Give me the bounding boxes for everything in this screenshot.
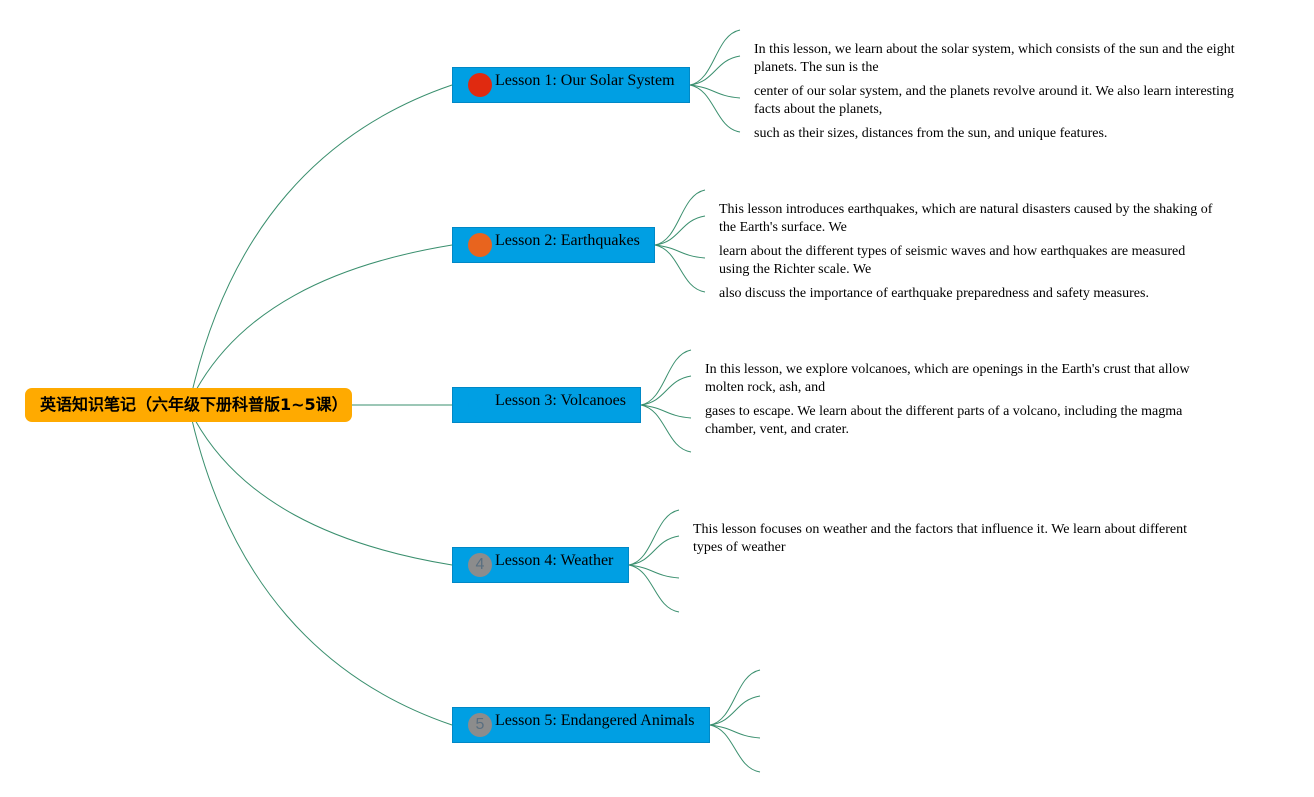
connector-lesson-3-branch (640, 404, 692, 453)
connector-lesson-4-branch (628, 535, 680, 566)
lesson-node-4[interactable]: 4 Lesson 4: Weather (452, 547, 629, 583)
lesson-3-note-1: In this lesson, we explore volcanoes, wh… (705, 362, 1190, 394)
connector-lesson-1-branch (689, 29, 741, 86)
lesson-4-note-1: This lesson focuses on weather and the f… (693, 522, 1188, 554)
root-topic[interactable]: 英语知识笔记（六年级下册科普版1~5课） (25, 388, 352, 422)
connector-lesson-5-branch (709, 669, 761, 726)
root-topic-label: 英语知识笔记（六年级下册科普版1~5课） (40, 395, 348, 414)
connector-lesson-1-branch (689, 55, 741, 86)
lesson-number-badge: 2 (468, 233, 492, 257)
lesson-number-badge: 5 (468, 713, 492, 737)
lesson-node-1[interactable]: 1 Lesson 1: Our Solar System (452, 67, 690, 103)
lesson-2-note-1: This lesson introduces earthquakes, whic… (719, 202, 1213, 234)
connector-lesson-3-branch (640, 349, 692, 406)
lesson-2-note-3: also discuss the importance of earthquak… (719, 286, 1149, 301)
lesson-title: Lesson 1: Our Solar System (495, 72, 675, 89)
lesson-1-note-2: center of our solar system, and the plan… (754, 84, 1234, 116)
connector-lesson-5-branch (709, 724, 761, 773)
lesson-3-note-2: gases to escape. We learn about the diff… (705, 404, 1183, 436)
connector-lesson-5-branch (709, 724, 761, 739)
connector-lesson-1-branch (689, 84, 741, 133)
connector-lesson-4-branch (628, 564, 680, 613)
connector-lesson-2-branch (654, 189, 706, 246)
connector-lesson-2-branch (654, 215, 706, 246)
lesson-title: Lesson 2: Earthquakes (495, 232, 640, 249)
lesson-node-3[interactable]: 3 Lesson 3: Volcanoes (452, 387, 641, 423)
connector-root-lesson-5 (191, 419, 453, 726)
connector-root-lesson-2 (194, 244, 453, 393)
connector-lesson-3-branch (640, 375, 692, 406)
connector-root-lesson-4 (194, 419, 453, 566)
connector-lesson-4-branch (628, 509, 680, 566)
connector-lesson-2-branch (654, 244, 706, 293)
lesson-node-2[interactable]: 2 Lesson 2: Earthquakes (452, 227, 655, 263)
lesson-number-badge: 3 (468, 393, 492, 417)
lesson-1-note-3: such as their sizes, distances from the … (754, 126, 1108, 141)
connector-lesson-3-branch (640, 404, 692, 419)
connector-lesson-5-branch (709, 695, 761, 726)
lesson-title: Lesson 4: Weather (495, 552, 614, 569)
connector-lesson-1-branch (689, 84, 741, 99)
lesson-number-badge: 1 (468, 73, 492, 97)
lesson-2-note-2: learn about the different types of seism… (719, 244, 1186, 276)
lesson-title: Lesson 5: Endangered Animals (495, 712, 695, 729)
connector-lesson-4-branch (628, 564, 680, 579)
lesson-1-note-1: In this lesson, we learn about the solar… (754, 42, 1235, 74)
connector-lesson-2-branch (654, 244, 706, 259)
lesson-number-badge: 4 (468, 553, 492, 577)
connector-root-lesson-1 (191, 84, 453, 393)
lesson-node-5[interactable]: 5 Lesson 5: Endangered Animals (452, 707, 710, 743)
lesson-title: Lesson 3: Volcanoes (495, 392, 626, 409)
